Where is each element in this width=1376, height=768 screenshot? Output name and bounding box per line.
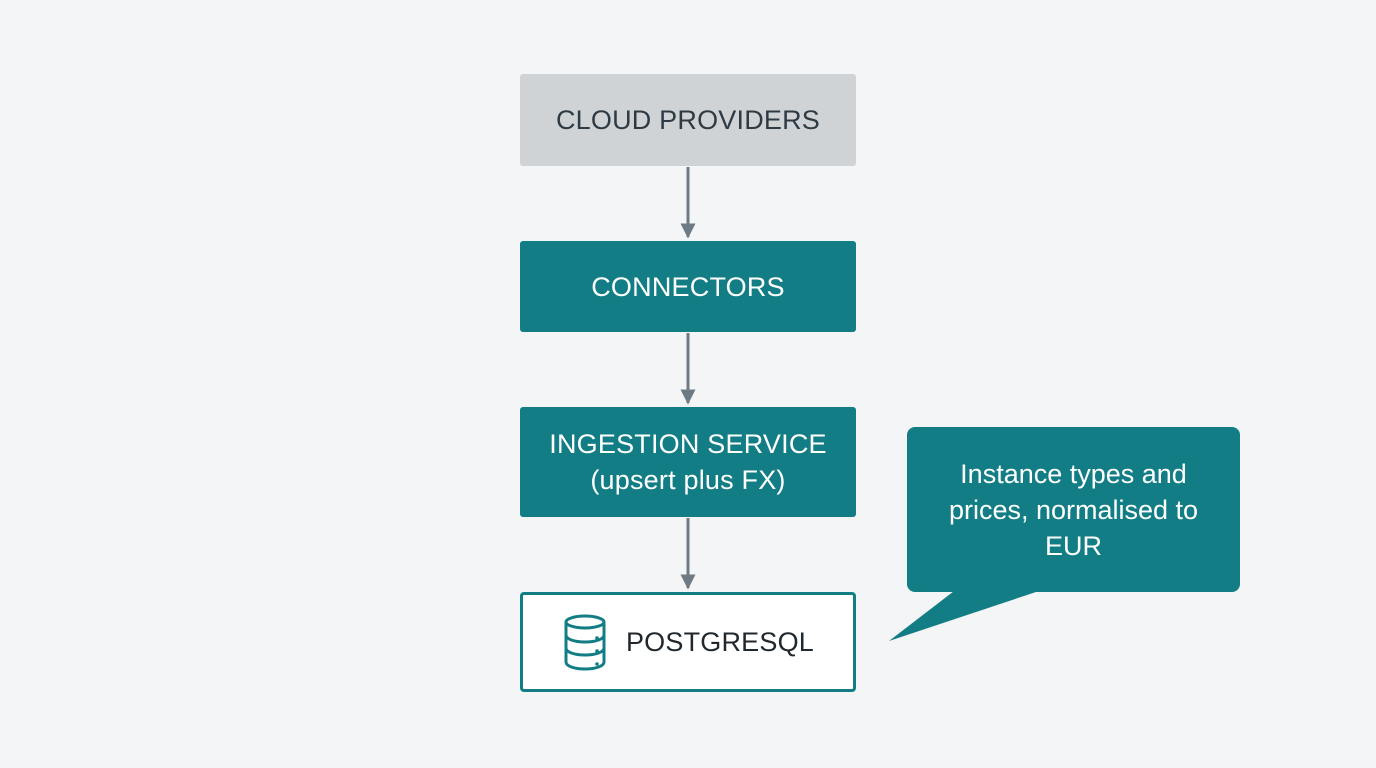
node-connectors-label: CONNECTORS [591, 271, 785, 302]
node-cloud-providers: CLOUD PROVIDERS [520, 74, 856, 166]
callout-pointer [889, 588, 1048, 641]
node-postgresql: POSTGRESQL [520, 592, 856, 692]
callout-bubble: Instance types and prices, normalised to… [907, 427, 1240, 592]
callout-text: Instance types and prices, normalised to… [948, 458, 1199, 561]
node-ingestion-service-title: INGESTION SERVICE [549, 429, 827, 459]
node-cloud-providers-label: CLOUD PROVIDERS [555, 105, 821, 135]
node-connectors: CONNECTORS [520, 241, 856, 332]
node-ingestion-service-subtitle: (upsert plus FX) [590, 465, 786, 495]
node-postgresql-label: POSTGRESQL [625, 627, 815, 657]
node-ingestion-service: INGESTION SERVICE (upsert plus FX) [520, 407, 856, 517]
database-icon [564, 614, 606, 671]
